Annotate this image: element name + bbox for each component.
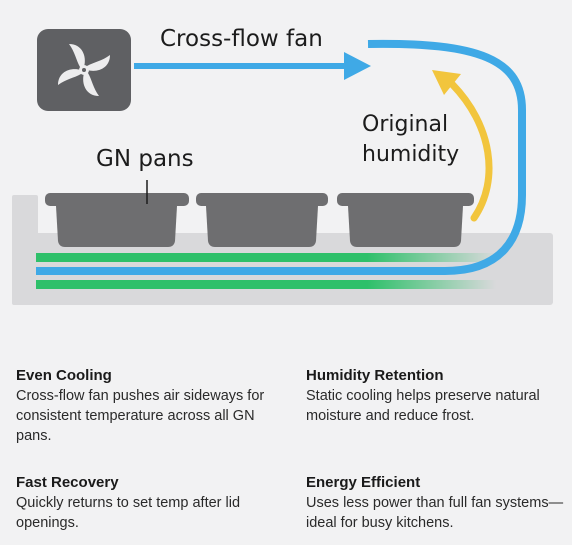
cooling-channels — [36, 253, 496, 289]
humidity-label-line2: humidity — [362, 142, 460, 167]
humidity-label: Original humidity — [362, 110, 459, 170]
gn-pans — [45, 180, 474, 247]
feature-title: Humidity Retention — [306, 367, 444, 384]
pans-label: GN pans — [96, 146, 194, 172]
feature-text: Static cooling helps preserve natural mo… — [306, 388, 540, 424]
gn-pan — [196, 193, 328, 247]
feature-title: Energy Efficient — [306, 474, 421, 491]
feature-title: Fast Recovery — [16, 474, 119, 491]
feature-text: Uses less power than full fan systems—id… — [306, 495, 564, 531]
feature-text: Quickly returns to set temp after lid op… — [16, 495, 241, 531]
feature-title: Even Cooling — [16, 367, 112, 384]
cooling-diagram — [12, 29, 553, 305]
feature-fast-recovery: Fast Recovery Quickly returns to set tem… — [16, 474, 281, 533]
gn-pan — [337, 193, 474, 247]
fan-label: Cross-flow fan — [160, 26, 323, 52]
humidity-label-line1: Original — [362, 112, 449, 137]
humidity-arrow — [432, 70, 493, 222]
airflow-loop — [36, 39, 526, 275]
gn-pan — [45, 193, 189, 247]
feature-text: Cross-flow fan pushes air sideways for c… — [16, 388, 265, 444]
feature-energy-efficient: Energy Efficient Uses less power than fu… — [306, 474, 571, 533]
feature-humidity-retention: Humidity Retention Static cooling helps … — [306, 367, 571, 426]
fan-box — [37, 29, 131, 111]
fan-icon — [58, 44, 110, 96]
feature-even-cooling: Even Cooling Cross-flow fan pushes air s… — [16, 367, 281, 446]
